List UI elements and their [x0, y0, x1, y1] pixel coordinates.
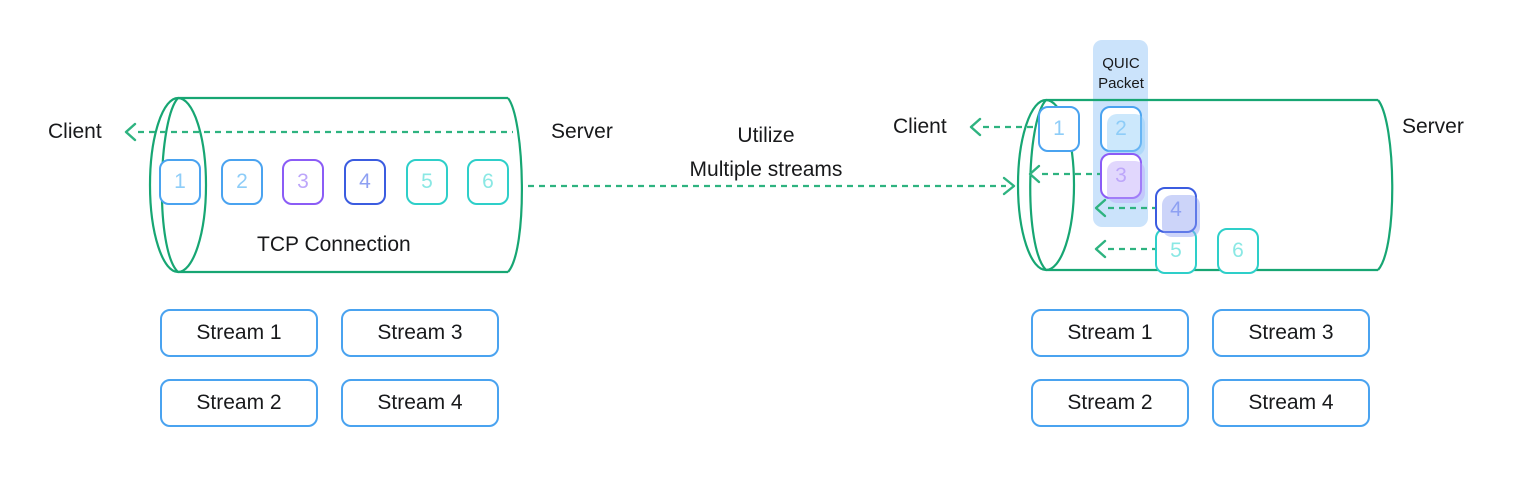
tcp-packet-6-label: 6 — [482, 170, 494, 193]
left-client-arrow — [124, 122, 513, 142]
quic-packet-6-label: 6 — [1232, 239, 1244, 262]
quic-packet-label-line1: QUIC — [1102, 55, 1140, 72]
quic-arrow-packet-4 — [1094, 198, 1162, 218]
quic-packet-4-label: 4 — [1170, 198, 1182, 221]
right-stream-box-3: Stream 3 — [1212, 309, 1376, 364]
tcp-packet-5-label: 5 — [421, 170, 433, 193]
right-stream-box-1: Stream 1 — [1031, 309, 1195, 364]
tcp-packet-4-label: 4 — [359, 170, 371, 193]
tcp-connection-label: TCP Connection — [257, 233, 411, 256]
right-stream-1-label: Stream 1 — [1067, 321, 1153, 344]
quic-arrow-packet-3 — [1028, 164, 1100, 184]
quic-arrow-packet-5 — [1094, 239, 1162, 259]
right-client-arrow-packet-1 — [969, 117, 1039, 137]
left-stream-box-3: Stream 3 — [341, 309, 505, 364]
right-server-label: Server — [1402, 115, 1464, 138]
tcp-packet-1: 1 — [159, 159, 204, 209]
right-client-label: Client — [893, 115, 947, 138]
tcp-packet-3-label: 3 — [297, 170, 309, 193]
left-stream-1-label: Stream 1 — [196, 321, 282, 344]
left-stream-box-2: Stream 2 — [160, 379, 324, 434]
quic-packet-5-label: 5 — [1170, 239, 1182, 262]
right-stream-2-label: Stream 2 — [1067, 391, 1153, 414]
quic-packet-4: 4 — [1155, 187, 1200, 237]
center-caption-line2: Multiple streams — [689, 157, 843, 181]
right-stream-box-4: Stream 4 — [1212, 379, 1376, 434]
left-stream-2-label: Stream 2 — [196, 391, 282, 414]
tcp-packet-2: 2 — [221, 159, 266, 209]
tcp-packet-4: 4 — [344, 159, 389, 209]
quic-packet-2-label: 2 — [1115, 117, 1127, 140]
quic-packet-label-line2: Packet — [1098, 75, 1144, 93]
quic-packet-2: 2 — [1100, 106, 1145, 156]
tcp-packet-6: 6 — [467, 159, 512, 209]
utilize-multiple-streams-arrow — [528, 176, 1016, 196]
quic-packet-3: 3 — [1100, 153, 1145, 203]
quic-packet-1-label: 1 — [1053, 117, 1065, 140]
center-caption-line1: Utilize — [737, 124, 795, 147]
tcp-packet-5: 5 — [406, 159, 451, 209]
left-stream-box-4: Stream 4 — [341, 379, 505, 434]
tcp-packet-3: 3 — [282, 159, 327, 209]
center-caption: Utilize Multiple streams — [660, 119, 872, 186]
left-client-label: Client — [48, 120, 102, 143]
tcp-connection-cylinder — [148, 96, 523, 274]
right-stream-4-label: Stream 4 — [1248, 391, 1334, 414]
quic-packet-label: QUIC Packet — [1088, 54, 1154, 95]
quic-packet-1: 1 — [1038, 106, 1083, 156]
left-stream-3-label: Stream 3 — [377, 321, 463, 344]
right-stream-box-2: Stream 2 — [1031, 379, 1195, 434]
quic-packet-3-label: 3 — [1115, 164, 1127, 187]
right-stream-3-label: Stream 3 — [1248, 321, 1334, 344]
tcp-packet-1-label: 1 — [174, 170, 186, 193]
quic-packet-6: 6 — [1217, 228, 1262, 278]
left-server-label: Server — [551, 120, 613, 143]
left-stream-box-1: Stream 1 — [160, 309, 324, 364]
left-stream-4-label: Stream 4 — [377, 391, 463, 414]
tcp-packet-2-label: 2 — [236, 170, 248, 193]
